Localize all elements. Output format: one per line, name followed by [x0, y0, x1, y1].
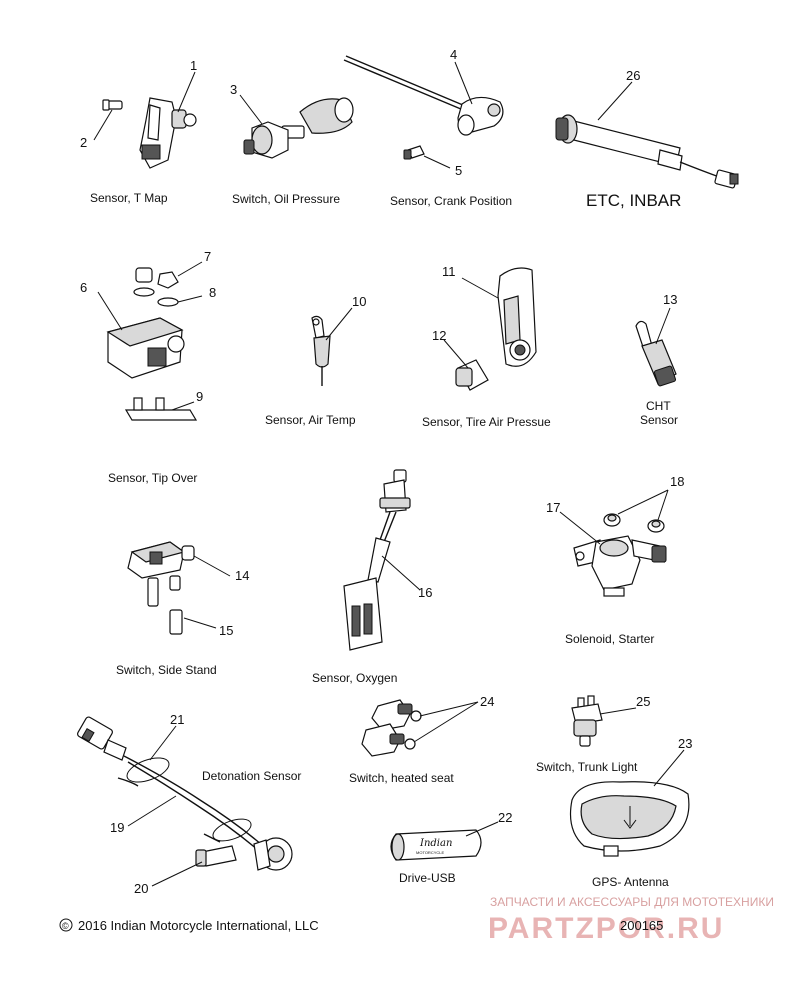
gps-antenna-part [569, 781, 690, 857]
callout-18: 18 [670, 474, 684, 489]
leader-22 [465, 821, 499, 837]
diagram-number: 200165 [620, 918, 663, 933]
usb-brand-sub: MOTORCYCLE [416, 850, 444, 855]
callout-13: 13 [663, 292, 677, 307]
starter-solenoid-part [573, 513, 667, 597]
leader-8 [177, 295, 203, 303]
label-switch-side-stand: Switch, Side Stand [116, 663, 217, 677]
leader-12 [443, 339, 469, 369]
label-etc-inbar: ETC, INBAR [586, 191, 681, 210]
callout-12: 12 [432, 328, 446, 343]
callout-26: 26 [626, 68, 640, 83]
trunk-light-switch-part [571, 695, 603, 747]
leader-26 [597, 81, 633, 121]
label-sensor-t-map: Sensor, T Map [90, 191, 168, 205]
callout-4: 4 [450, 47, 457, 62]
usb-drive-part: Indian MOTORCYCLE [390, 829, 482, 861]
leader-20 [151, 861, 203, 887]
callout-16: 16 [418, 585, 432, 600]
callout-15: 15 [219, 623, 233, 638]
leader-10 [325, 307, 353, 341]
callout-14: 14 [235, 568, 249, 583]
label-cht-line1: CHT [646, 399, 671, 413]
copyright-circle [59, 918, 73, 932]
leader-11 [461, 277, 499, 299]
leader-18b [657, 489, 669, 521]
callout-3: 3 [230, 82, 237, 97]
leader-17 [559, 511, 601, 545]
label-sensor-oxygen: Sensor, Oxygen [312, 671, 397, 685]
leader-4 [454, 61, 473, 105]
copyright-symbol: © [62, 921, 69, 931]
leader-19 [127, 795, 177, 827]
side-stand-switch-part [127, 541, 195, 635]
callout-10: 10 [352, 294, 366, 309]
callout-6: 6 [80, 280, 87, 295]
label-sensor-crank-position: Sensor, Crank Position [390, 194, 512, 208]
callout-2: 2 [80, 135, 87, 150]
label-detonation-sensor: Detonation Sensor [202, 769, 301, 783]
callout-20: 20 [134, 881, 148, 896]
watermark-tagline: ЗАПЧАСТИ И АКСЕССУАРЫ ДЛЯ МОТОТЕХНИКИ [490, 895, 774, 909]
callout-8: 8 [209, 285, 216, 300]
label-drive-usb: Drive-USB [399, 871, 456, 885]
label-switch-oil-pressure: Switch, Oil Pressure [232, 192, 340, 206]
callout-17: 17 [546, 500, 560, 515]
leader-25 [599, 707, 637, 715]
leader-23 [653, 749, 685, 787]
leader-2 [93, 109, 113, 141]
etc-inbar-part [555, 114, 739, 189]
leader-24a [419, 701, 479, 717]
callout-5: 5 [455, 163, 462, 178]
callout-21: 21 [170, 712, 184, 727]
leader-1 [177, 71, 196, 113]
label-switch-heated-seat: Switch, heated seat [349, 771, 454, 785]
air-temp-sensor-part [311, 315, 331, 386]
leader-7 [177, 261, 203, 277]
leader-21 [149, 725, 177, 761]
t-map-sensor-part [102, 97, 197, 169]
watermark-brand: PARTZPOR.RU [488, 912, 724, 945]
callout-24: 24 [480, 694, 494, 709]
leader-9 [171, 401, 195, 411]
label-sensor-air-temp: Sensor, Air Temp [265, 413, 356, 427]
callout-22: 22 [498, 810, 512, 825]
leader-14 [193, 555, 231, 577]
leader-6 [97, 291, 123, 331]
callout-1: 1 [190, 58, 197, 73]
callout-7: 7 [204, 249, 211, 264]
leader-3 [239, 94, 263, 125]
oxygen-sensor-part [343, 469, 411, 651]
leader-16 [381, 555, 421, 591]
usb-brand-logo: Indian [419, 838, 452, 849]
label-switch-trunk-light: Switch, Trunk Light [536, 760, 638, 774]
label-cht-line2: Sensor [640, 413, 678, 427]
oil-pressure-switch-part [243, 97, 354, 159]
cht-sensor-part [635, 320, 677, 387]
label-sensor-tip-over: Sensor, Tip Over [108, 471, 197, 485]
label-solenoid-starter: Solenoid, Starter [565, 632, 654, 646]
tip-over-sensor-part [106, 267, 198, 421]
crank-position-sensor-part [343, 55, 504, 160]
label-sensor-tire-air-pressure: Sensor, Tire Air Pressue [422, 415, 551, 429]
leader-18a [617, 489, 669, 515]
tire-pressure-sensor-part [455, 267, 537, 391]
callout-9: 9 [196, 389, 203, 404]
callout-23: 23 [678, 736, 692, 751]
callout-19: 19 [110, 820, 124, 835]
leader-13 [655, 307, 671, 345]
callout-25: 25 [636, 694, 650, 709]
leader-15 [183, 617, 217, 629]
detonation-sensor-part [77, 716, 293, 871]
heated-seat-switch-part [361, 699, 422, 757]
copyright-text: 2016 Indian Motorcycle International, LL… [78, 918, 319, 933]
callout-11: 11 [442, 264, 456, 279]
label-gps-antenna: GPS- Antenna [592, 875, 669, 889]
leader-24b [413, 701, 479, 743]
leader-5 [423, 155, 451, 169]
